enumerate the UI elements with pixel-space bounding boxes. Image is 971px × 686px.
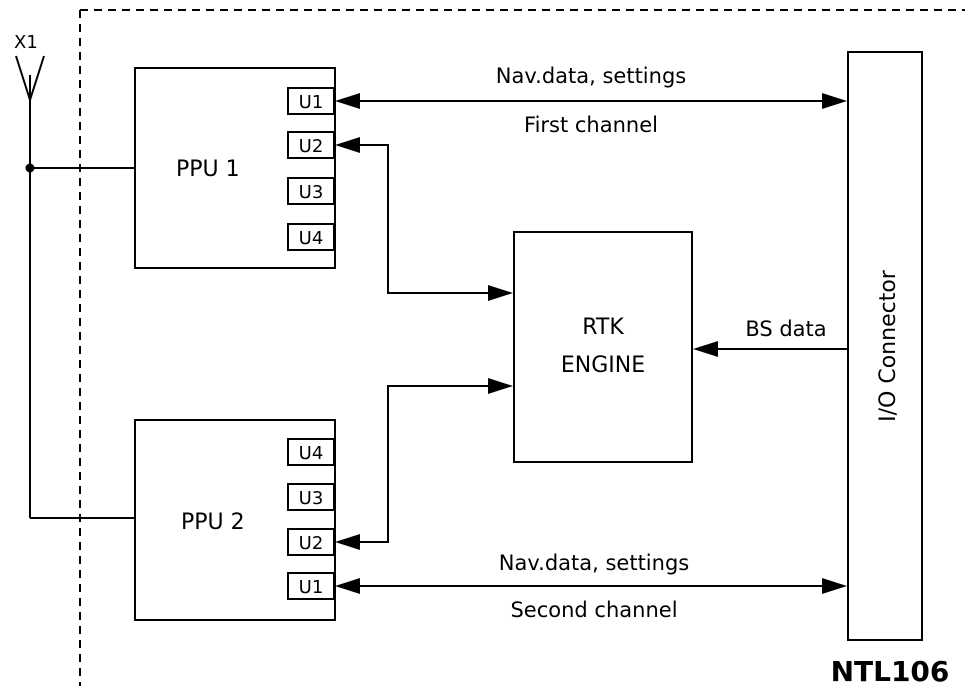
ppu1-rtk-link bbox=[335, 137, 513, 301]
ppu2-block: PPU 2 U4 U3 U2 U1 bbox=[134, 419, 336, 621]
ppu2-port-u1-label: U1 bbox=[299, 577, 324, 598]
ppu1-port-u4-label: U4 bbox=[299, 228, 324, 249]
ppu1-port-u2 bbox=[287, 131, 335, 159]
ppu1-port-u2-label: U2 bbox=[299, 136, 324, 157]
bs-data-label: BS data bbox=[745, 317, 826, 341]
top-link-label: Nav.data, settings bbox=[496, 64, 686, 88]
top-link-channel: First channel bbox=[524, 113, 658, 137]
top-link: Nav.data, settings First channel bbox=[335, 64, 847, 137]
ppu2-port-u3 bbox=[287, 483, 335, 511]
bottom-link: Nav.data, settings Second channel bbox=[335, 551, 847, 622]
ppu1-port-u4 bbox=[287, 223, 335, 251]
ppu2-port-u1 bbox=[287, 572, 335, 600]
ppu2-port-u2-label: U2 bbox=[299, 533, 324, 554]
ppu1-port-u3-label: U3 bbox=[299, 182, 324, 203]
ppu1-port-u3 bbox=[287, 177, 335, 205]
antenna-x1: X1 bbox=[14, 32, 135, 519]
bottom-link-label: Nav.data, settings bbox=[499, 551, 689, 575]
ppu2-port-u2 bbox=[287, 528, 335, 556]
io-connector-block: I/O Connector bbox=[847, 51, 923, 641]
ppu2-port-u4-label: U4 bbox=[299, 443, 324, 464]
ppu2-rtk-link bbox=[335, 378, 513, 550]
ppu1-port-u1 bbox=[287, 87, 335, 115]
ppu1-port-u1-label: U1 bbox=[299, 92, 324, 113]
rtk-engine-line2: ENGINE bbox=[561, 353, 645, 378]
ppu2-port-u4 bbox=[287, 438, 335, 466]
device-name: NTL106 bbox=[831, 655, 950, 686]
rtk-engine-block: RTK ENGINE bbox=[513, 231, 693, 463]
bs-data-link: BS data bbox=[693, 317, 848, 357]
io-connector-label: I/O Connector bbox=[876, 269, 901, 422]
antenna-label: X1 bbox=[14, 32, 38, 53]
ppu1-label: PPU 1 bbox=[176, 157, 240, 182]
ppu2-label: PPU 2 bbox=[181, 510, 245, 535]
ppu2-port-u3-label: U3 bbox=[299, 488, 324, 509]
device-boundary bbox=[79, 9, 965, 686]
ppu1-block: PPU 1 U1 U2 U3 U4 bbox=[134, 67, 336, 269]
bottom-link-channel: Second channel bbox=[510, 598, 677, 622]
rtk-engine-line1: RTK bbox=[582, 315, 624, 340]
